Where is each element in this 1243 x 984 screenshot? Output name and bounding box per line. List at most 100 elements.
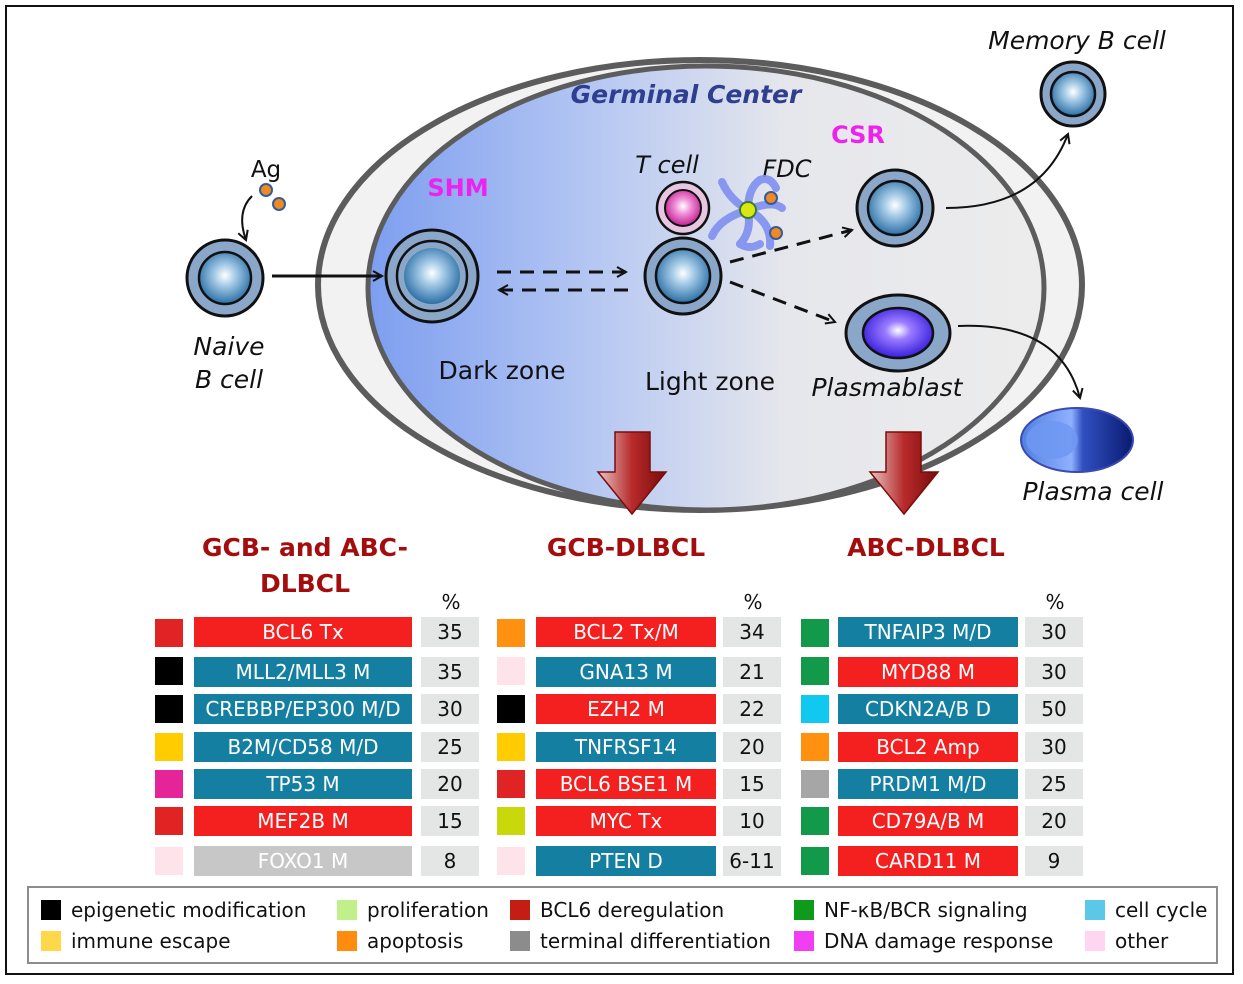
category-swatch [497,770,525,798]
column-header-line: GCB- and ABC- [202,533,408,562]
gene-cell: CD79A/B M [838,806,1018,836]
percent-header: % [441,590,461,614]
germinal-center-diagram: Germinal Center SHM CSR Ag Naive B cell … [185,26,1166,516]
category-swatch [801,657,829,685]
category-swatch [497,657,525,685]
fdc-nucleus [739,201,757,219]
gene-cell: TNFAIP3 M/D [838,617,1018,647]
category-swatch [155,770,183,798]
legend-swatch [510,931,530,951]
gene-cell: MEF2B M [194,806,412,836]
gene-cell: PRDM1 M/D [838,769,1018,799]
percent-cell: 25 [1025,769,1083,799]
antigen-arrow [242,195,253,240]
legend-label: apoptosis [367,929,464,953]
light-zone-cell [643,236,723,316]
percent-cell: 20 [421,769,479,799]
percent-cell: 20 [723,732,781,762]
category-swatch [801,619,829,647]
naive-label-line1: Naive [193,332,264,361]
percent-cell: 22 [723,694,781,724]
category-swatch [497,733,525,761]
percent-cell: 6-11 [723,846,781,876]
percent-cell: 15 [723,769,781,799]
legend-item: NF-κB/BCR signaling [794,898,1028,922]
percent-cell: 50 [1025,694,1083,724]
plasma-cell-label: Plasma cell [1022,477,1163,506]
percent-cell: 35 [421,617,479,647]
csr-b-cell [855,168,935,248]
percent-cell: 30 [421,694,479,724]
plasmablast-to-plasma-arrow [957,324,1080,398]
gene-cell: FOXO1 M [194,846,412,876]
legend-item: other [1085,929,1168,953]
naive-b-cell [185,238,265,318]
legend-label: proliferation [367,898,489,922]
legend-label: NF-κB/BCR signaling [824,898,1028,922]
category-swatch [497,847,525,875]
percent-cell: 8 [421,846,479,876]
legend-label: cell cycle [1115,898,1208,922]
legend-item: DNA damage response [794,929,1053,953]
t-cell-label: T cell [635,151,699,179]
percent-cell: 30 [1025,657,1083,687]
legend-item: cell cycle [1085,898,1207,922]
legend-item: BCL6 deregulation [510,898,724,922]
category-swatch [801,847,829,875]
abc-down-arrow [868,431,940,516]
gene-cell: PTEN D [536,846,716,876]
legend-swatch [794,931,814,951]
category-swatch [497,619,525,647]
gene-cell: BCL6 BSE1 M [536,769,716,799]
percent-cell: 21 [723,657,781,687]
antigen-dot [769,226,783,240]
gene-cell: B2M/CD58 M/D [194,732,412,762]
percent-cell: 15 [421,806,479,836]
legend-swatch [1085,900,1105,920]
category-swatch [155,733,183,761]
gene-cell: TNFRSF14 [536,732,716,762]
memory-b-cell-label: Memory B cell [988,26,1166,55]
legend-swatch [1085,931,1105,951]
shm-label: SHM [427,174,488,202]
gene-cell: GNA13 M [536,657,716,687]
plasmablast-cell [844,293,952,373]
legend-item: apoptosis [337,929,463,953]
germinal-center-title: Germinal Center [571,80,803,109]
legend-item: immune escape [41,929,231,953]
gene-cell: BCL2 Amp [838,732,1018,762]
memory-b-cell [1039,60,1107,128]
legend-label: terminal differentiation [540,929,771,953]
light-zone-label: Light zone [645,367,775,396]
legend-label: other [1115,929,1169,953]
legend-swatch [337,900,357,920]
legend-label: epigenetic modification [71,898,307,922]
ag-label: Ag [251,157,281,183]
column-header-line: ABC-DLBCL [847,533,1005,562]
column-header: ABC-DLBCL [826,530,1026,566]
legend-swatch [41,931,61,951]
legend-swatch [337,931,357,951]
percent-header: % [743,590,763,614]
csr-label: CSR [831,121,885,149]
category-swatch [801,733,829,761]
naive-label-line2: B cell [195,365,263,394]
gene-cell: EZH2 M [536,694,716,724]
column-header: GCB- and ABC-DLBCL [175,530,435,602]
percent-cell: 20 [1025,806,1083,836]
legend-swatch [510,900,530,920]
gene-cell: MYD88 M [838,657,1018,687]
legend-item: epigenetic modification [41,898,306,922]
legend-label: immune escape [71,929,231,953]
column-header-line: GCB-DLBCL [546,533,706,562]
percent-cell: 34 [723,617,781,647]
legend-swatch [794,900,814,920]
gcb-down-arrow [596,431,668,516]
gene-cell: TP53 M [194,769,412,799]
category-swatch [155,847,183,875]
category-swatch [155,807,183,835]
legend-swatch [41,900,61,920]
legend: epigenetic modification immune escape prol… [27,886,1218,964]
column-header: GCB-DLBCL [526,530,726,566]
category-swatch [155,619,183,647]
